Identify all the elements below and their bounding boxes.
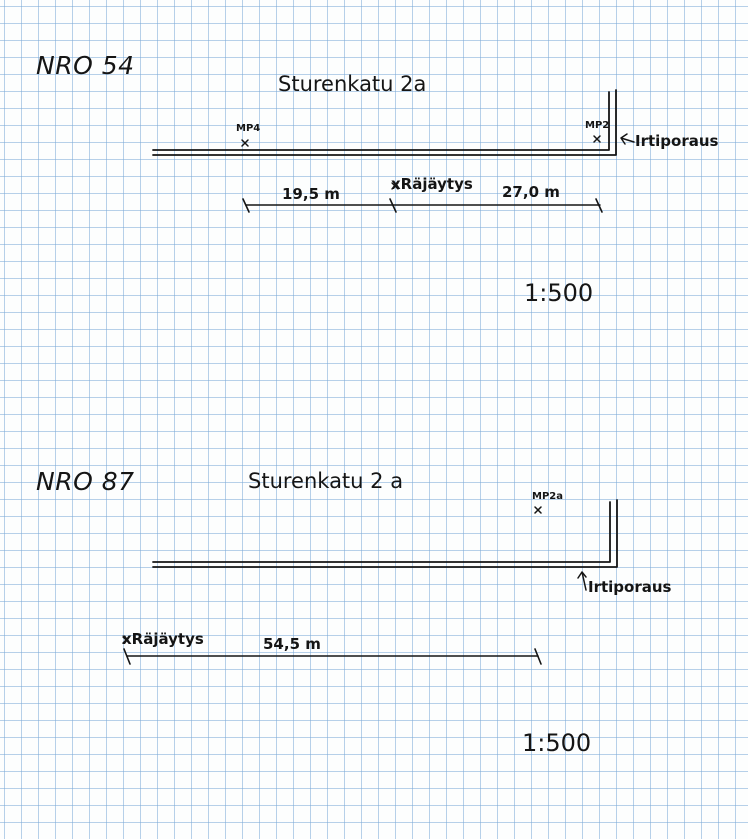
nro87-distance-1: 54,5 m (263, 635, 321, 653)
nro87-title: NRO 87 (36, 467, 135, 496)
nro54-marker-mp4: MP4 (236, 123, 261, 134)
nro87-street-label: Sturenkatu 2 a (248, 469, 404, 493)
nro54-tick-mid (389, 198, 397, 213)
nro87-mp2a-cross (534, 506, 542, 514)
nro54-wall-outer (152, 91, 610, 151)
nro54-edge-arrow (620, 133, 635, 145)
nro54-tick-end (595, 198, 603, 213)
nro87-blast-cross (122, 636, 130, 644)
nro54-scale: 1:500 (524, 279, 594, 307)
nro54-title: NRO 54 (36, 51, 135, 80)
nro87-edge-arrow (577, 571, 587, 591)
nro54-mp4-cross (241, 139, 249, 147)
nro54-wall-inner (152, 89, 617, 156)
nro54-marker-mp2: MP2 (585, 120, 610, 131)
nro87-edge-label: Irtiporaus (588, 578, 672, 596)
nro54-tick-start (242, 198, 250, 213)
nro87-marker-mp2a: MP2a (532, 491, 563, 502)
nro87-blast-label: xRäjäytys (122, 630, 204, 648)
nro54-distance-1: 19,5 m (282, 185, 340, 203)
nro54-mp2-cross (593, 135, 601, 143)
nro87-tick-start (123, 648, 131, 665)
nro54-street-label: Sturenkatu 2a (278, 72, 427, 96)
nro87-wall-outer (152, 501, 611, 563)
nro54-distance-2: 27,0 m (502, 183, 560, 201)
nro54-edge-label: Irtiporaus (635, 132, 719, 150)
nro87-scale: 1:500 (522, 729, 592, 757)
nro87-tick-end (534, 648, 542, 665)
nro54-blast-cross (391, 182, 399, 190)
nro54-blast-label: xRäjäytys (391, 175, 473, 193)
nro87-wall-inner (152, 499, 618, 568)
